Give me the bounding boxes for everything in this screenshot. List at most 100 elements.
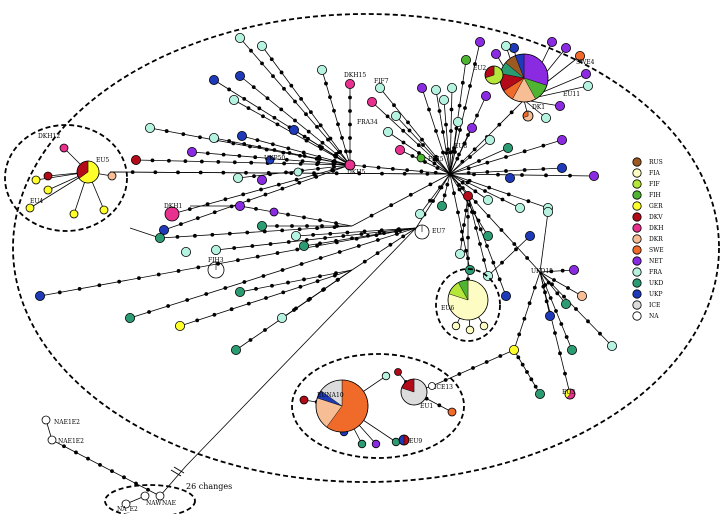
mutation-dot xyxy=(295,247,300,252)
haplotype-node-ukd xyxy=(561,298,572,309)
mutation-dot xyxy=(263,192,268,197)
mutation-dot xyxy=(308,110,313,115)
mutation-dot xyxy=(254,206,258,211)
mutation-dot xyxy=(242,96,247,101)
haplotype-node-ukd xyxy=(567,344,578,355)
mutation-dot xyxy=(525,256,530,260)
legend-swatch-ger xyxy=(632,201,642,211)
mutation-dot xyxy=(198,135,202,140)
mutation-dot xyxy=(280,186,285,191)
pie-eu7-outline xyxy=(414,224,430,240)
mutation-dot xyxy=(389,203,394,208)
mutation-dot xyxy=(541,143,546,148)
label-fih5: FIH5 xyxy=(428,156,444,163)
mutation-dot xyxy=(356,244,361,248)
haplotype-node-fra xyxy=(210,244,221,255)
haplotype-node-na xyxy=(47,435,57,445)
legend-label-ice: ICE xyxy=(649,302,660,309)
pie-swe4 xyxy=(499,53,549,103)
mutation-dot xyxy=(421,143,425,147)
mutation-dot xyxy=(334,154,338,159)
mutation-dot xyxy=(506,192,511,197)
mutation-dot xyxy=(147,310,151,314)
haplotype-node-fra xyxy=(543,206,554,217)
label-euna10: EUNA10 xyxy=(317,392,344,399)
edge-38 xyxy=(349,164,451,175)
haplotype-node-fra xyxy=(228,95,239,106)
edge-64 xyxy=(39,227,417,297)
pie-dk1 xyxy=(522,110,534,122)
legend-swatch-ukd xyxy=(632,278,642,288)
mutation-dot xyxy=(466,235,470,240)
haplotype-node-ger xyxy=(99,205,109,215)
mutation-dot xyxy=(553,331,557,335)
mutation-dot xyxy=(504,169,508,173)
label-dk1: DK1 xyxy=(532,104,545,111)
mutation-dot xyxy=(204,292,209,296)
mutation-dot xyxy=(261,274,266,278)
mutation-dot xyxy=(270,283,274,288)
edge-93 xyxy=(109,171,451,175)
mutation-dot xyxy=(497,122,502,127)
mutation-dot xyxy=(336,277,340,282)
mutation-dot xyxy=(456,210,460,215)
mutation-dot xyxy=(483,189,487,193)
haplotype-node-ger xyxy=(508,344,519,355)
haplotype-node-ger xyxy=(25,203,35,213)
mutation-dot xyxy=(237,154,242,158)
mutation-dot xyxy=(275,122,280,127)
mutation-dot xyxy=(458,128,462,132)
mutation-dot xyxy=(464,208,468,213)
haplotype-node-net xyxy=(555,101,566,112)
haplotype-node-dkh xyxy=(164,206,180,222)
mutation-dot xyxy=(205,151,210,156)
pie-euna10-outline xyxy=(315,379,369,433)
mutation-dot xyxy=(276,182,281,187)
mutation-dot xyxy=(315,279,320,284)
mutation-dot xyxy=(522,316,527,321)
mutation-dot xyxy=(410,154,415,158)
mutation-dot xyxy=(441,150,445,155)
mutation-dot xyxy=(500,197,505,202)
legend-swatch-net xyxy=(632,256,642,266)
mutation-dot xyxy=(250,244,255,248)
mutation-dot xyxy=(457,152,461,157)
haplotype-node-ukp xyxy=(288,125,299,136)
haplotype-node-fra xyxy=(541,113,552,124)
mutation-dot xyxy=(464,248,468,253)
mutation-dot xyxy=(97,283,102,288)
haplotype-node-dkv xyxy=(299,395,309,405)
mutation-dot xyxy=(512,242,517,246)
legend-label-net: NET xyxy=(649,258,663,265)
haplotype-node-ukp xyxy=(545,310,556,321)
haplotype-node-fra xyxy=(382,127,393,138)
mutation-dot xyxy=(348,95,352,100)
mutation-dot xyxy=(395,232,399,236)
mutation-dot xyxy=(166,304,171,308)
mutation-dot xyxy=(460,186,465,190)
mutation-dot xyxy=(232,160,237,165)
mutation-dot xyxy=(195,216,200,221)
mutation-dot xyxy=(478,242,482,246)
mutation-dot xyxy=(405,168,410,173)
mutation-dot xyxy=(474,226,478,230)
mutation-dot xyxy=(315,162,319,167)
mutation-dot xyxy=(460,180,465,185)
mutation-dot xyxy=(298,284,303,289)
mutation-dot xyxy=(137,276,141,281)
mutation-dot xyxy=(520,173,524,177)
haplotype-node-ukd xyxy=(230,344,241,355)
haplotype-node-ukp xyxy=(35,290,46,301)
legend-label-rus: RUS xyxy=(649,159,663,166)
mutation-dot xyxy=(77,286,82,291)
mutation-dot xyxy=(598,331,602,336)
legend-label-fih: FIH xyxy=(649,192,661,199)
mutation-dot xyxy=(485,244,489,248)
mutation-dot xyxy=(457,103,462,108)
mutation-dot xyxy=(253,155,258,160)
mutation-dot xyxy=(328,136,333,141)
edge-72 xyxy=(449,173,541,273)
edge-85 xyxy=(467,195,489,277)
mutation-dot xyxy=(345,230,350,235)
mutation-dot xyxy=(318,256,323,260)
